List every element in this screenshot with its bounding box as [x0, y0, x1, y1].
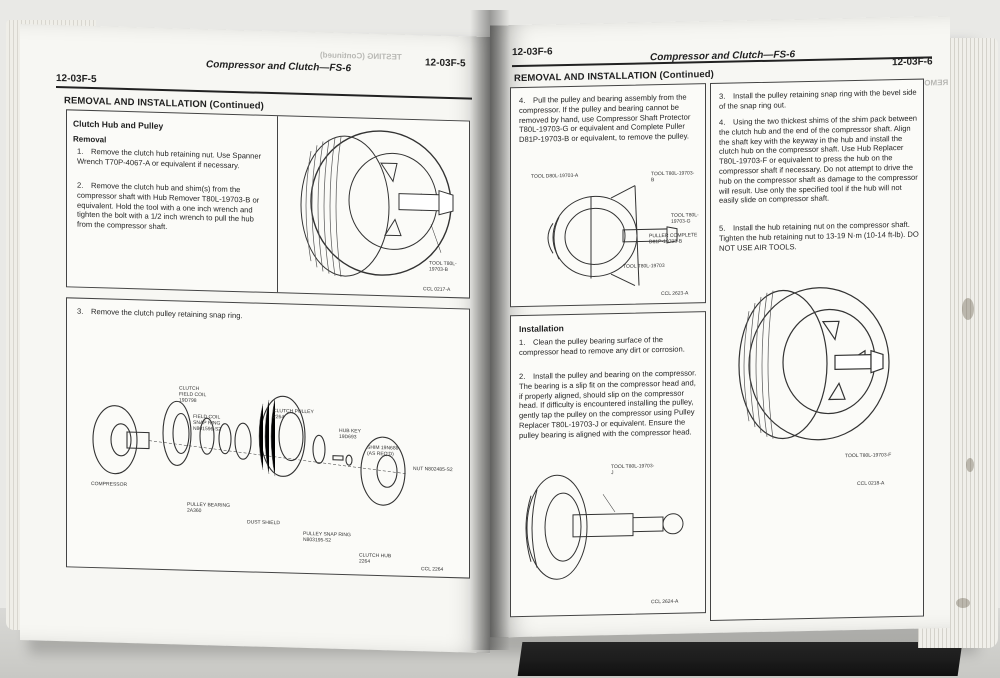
removal-subtitle: Removal [73, 134, 107, 145]
hub-install-step-5: 5.Install the hub retaining nut on the c… [719, 219, 919, 253]
left-running-head: Compressor and Clutch—FS-6 [206, 59, 352, 75]
hub-install-box: 3.Install the pulley retaining snap ring… [710, 78, 924, 622]
label-nut: NUT N802485-S2 [413, 465, 453, 474]
snap-ring-box: 3.Remove the clutch pulley retaining sna… [66, 297, 470, 579]
label-shim: SHIM 19N688 (AS REQ'D) [367, 444, 399, 458]
pulley-removal-step-4: 4.Pull the pulley and bearing assembly f… [519, 92, 691, 145]
label-pulley-bearing: PULLEY BEARING 2A360 [187, 501, 230, 515]
label-tool-t80l-f: TOOL T80L-19703-F [845, 452, 892, 460]
label-clutch-pulley: CLUTCH PULLEY 2264 [273, 408, 314, 421]
figure-code-2624: CCL 2624-A [651, 598, 679, 606]
right-section-title: REMOVAL AND INSTALLATION (Continued) [514, 68, 714, 85]
book-gutter [470, 10, 510, 650]
removal-step-3: 3.Remove the clutch pulley retaining sna… [77, 306, 243, 321]
figure-code-0217: CCL 0217-A [423, 286, 451, 294]
clutch-hub-box: Clutch Hub and Pulley Removal 1.Remove t… [66, 109, 470, 299]
installation-title: Installation [519, 323, 564, 335]
installation-box: Installation 1.Clean the pulley bearing … [510, 311, 706, 618]
left-page-number-top: 12-03F-5 [425, 57, 466, 70]
removal-step-2: 2.Remove the clutch hub and shim(s) from… [77, 180, 260, 232]
label-dust-shield: DUST SHIELD [247, 519, 280, 527]
left-page: TESTING (Continued) Compressor and Clutc… [20, 24, 490, 654]
label-tool-d80l: TOOL D80L-19703-A [531, 172, 579, 180]
show-through-text: TESTING (Continued) [320, 50, 402, 62]
label-tool-t80l-g: TOOL T80L-19703-G [671, 212, 699, 225]
hub-remover-illustration [300, 130, 454, 278]
hub-remover-tool-label: TOOL T80L-19703-B [429, 260, 457, 273]
right-page: 12-03F-6 Compressor and Clutch—FS-6 12-0… [490, 16, 950, 638]
left-page-number: 12-03F-5 [56, 73, 97, 86]
label-hub-key: HUB KEY 19D693 [339, 427, 361, 441]
hub-install-step-3: 3.Install the pulley retaining snap ring… [719, 87, 917, 111]
hub-install-step-4: 4.Using the two thickest shims of the sh… [719, 113, 918, 206]
label-clutch-hub: CLUTCH HUB 2264 [359, 552, 392, 565]
label-field-coil: CLUTCH FIELD COIL 19D798 [179, 385, 207, 404]
removal-step-1: 1.Remove the clutch hub retaining nut. U… [77, 146, 262, 170]
figure-code-0218: CCL 0218-A [857, 480, 885, 487]
label-tool-t80l-j: TOOL T80L-19703-J [611, 463, 655, 477]
installation-step-1: 1.Clean the pulley bearing surface of th… [519, 335, 685, 357]
label-tool-t80l-b: TOOL T80L-19703-B [651, 170, 695, 184]
right-page-number-top: 12-03F-6 [512, 46, 553, 59]
label-field-coil-snap-ring: FIELD COIL SNAP RING N801596-S2 [193, 413, 222, 433]
installation-step-2: 2.Install the pulley and bearing on the … [519, 368, 697, 440]
figure-code-2264: CCL 2264 [421, 566, 444, 573]
clutch-hub-title: Clutch Hub and Pulley [73, 118, 164, 132]
clutch-exploded-view [92, 395, 408, 506]
hub-replacer-illustration [738, 287, 890, 441]
pulley-replacer-illustration [525, 474, 684, 580]
label-pulley-snap-ring: PULLEY SNAP RING N803195-S2 [303, 530, 351, 544]
puller-illustration [547, 185, 678, 287]
figure-code-2623: CCL 2623-A [661, 290, 689, 298]
label-puller-complete: PULLER COMPLETE D81P-19703-B [649, 232, 698, 246]
label-tool-t80l: TOOL T80L-19703 [623, 262, 665, 270]
pulley-removal-box: 4.Pull the pulley and bearing assembly f… [510, 83, 706, 308]
